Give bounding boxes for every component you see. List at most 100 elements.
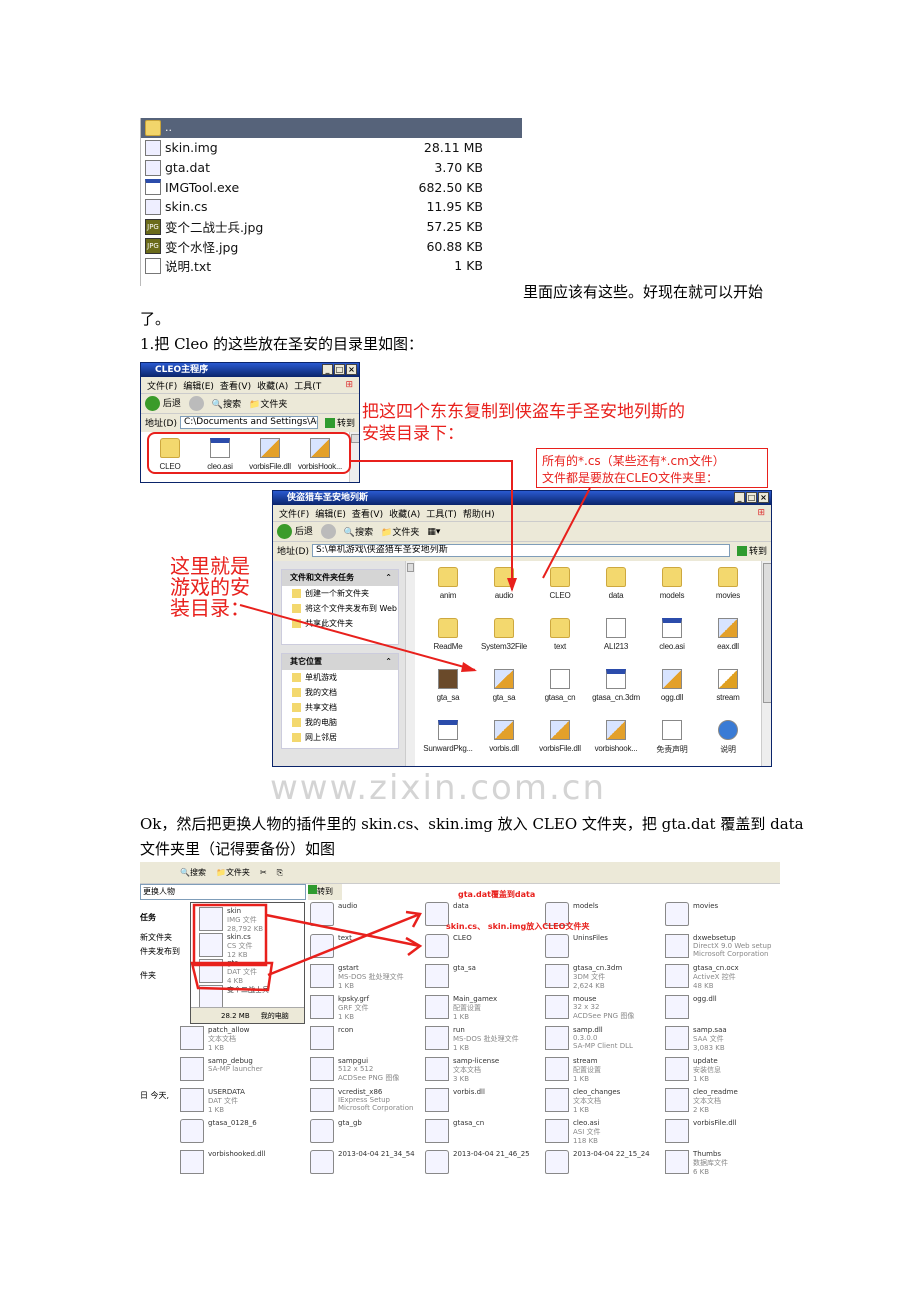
file-item[interactable]: ogg.dll <box>647 669 697 702</box>
minimize-button[interactable]: _ <box>734 492 745 503</box>
file-item[interactable]: gtasa_cn <box>425 1119 484 1143</box>
file-item[interactable]: audio <box>479 567 529 600</box>
file-item[interactable]: ALI213 <box>591 618 641 651</box>
file-item[interactable]: cleo.asi <box>195 438 245 471</box>
menu-item[interactable]: 帮助(H) <box>462 509 495 520</box>
place-link[interactable]: 网上邻居 <box>282 730 398 745</box>
file-item[interactable]: data <box>591 567 641 600</box>
file-item[interactable]: ogg.dll <box>665 995 717 1019</box>
file-item[interactable]: vorbisHook... <box>295 438 345 471</box>
copy-icon[interactable]: ⎘ <box>276 867 284 877</box>
go-button[interactable]: 转到 <box>321 416 359 429</box>
address-input[interactable]: 更换人物 <box>140 884 306 900</box>
overlay-file-item[interactable]: 变个二战士兵 <box>199 985 269 1009</box>
menu-item[interactable]: 文件(F) <box>279 509 310 520</box>
cut-icon[interactable]: ✂ <box>259 868 267 877</box>
menu-item[interactable]: 工具(T <box>294 381 322 392</box>
go-button[interactable]: 转到 <box>733 544 771 557</box>
file-item[interactable]: System32File <box>479 618 529 651</box>
place-link[interactable]: 共享文档 <box>282 700 398 715</box>
file-item[interactable]: gtasa_cn <box>535 669 585 702</box>
menu-item[interactable]: 收藏(A) <box>389 509 421 520</box>
file-item[interactable]: vorbisFile.dll <box>245 438 295 471</box>
go-button[interactable]: 转到 <box>308 884 342 900</box>
task-link[interactable]: 共享此文件夹 <box>282 616 398 631</box>
menu-item[interactable]: 工具(T) <box>426 509 457 520</box>
close-button[interactable]: × <box>346 364 357 375</box>
file-item[interactable]: ReadMe <box>423 618 473 651</box>
forward-button[interactable] <box>188 396 204 411</box>
file-item[interactable]: vorbishooked.dll <box>180 1150 265 1174</box>
place-link[interactable]: 我的文档 <box>282 685 398 700</box>
file-item[interactable]: CLEO <box>425 934 472 958</box>
search-button[interactable]: 🔍搜索 <box>211 400 242 410</box>
minimize-button[interactable]: _ <box>322 364 333 375</box>
collapse-icon[interactable]: ⌃ <box>385 573 392 582</box>
file-item[interactable]: gta_sa <box>423 669 473 702</box>
search-button[interactable]: 🔍搜索 <box>343 528 374 538</box>
file-item[interactable]: CLEO <box>145 438 195 471</box>
folders-button[interactable]: 📁文件夹 <box>215 868 250 877</box>
back-button[interactable]: 后退 <box>145 396 181 411</box>
scrollbar[interactable] <box>761 561 771 766</box>
file-item[interactable]: gta_sa <box>479 669 529 702</box>
menu-item[interactable]: 收藏(A) <box>257 381 289 392</box>
file-item[interactable]: 免责声明 <box>647 720 697 755</box>
file-item[interactable]: vorbis.dll <box>479 720 529 753</box>
file-item[interactable]: stream <box>703 669 753 702</box>
folders-button[interactable]: 📁文件夹 <box>381 528 420 538</box>
menu-item[interactable]: 查看(V) <box>351 509 384 520</box>
back-button[interactable]: 后退 <box>277 524 313 539</box>
close-button[interactable]: × <box>758 492 769 503</box>
file-item[interactable]: gtasa_0128_6 <box>180 1119 257 1143</box>
file-item[interactable]: 2013-04-04 22_15_24 <box>545 1150 650 1174</box>
file-item[interactable]: vorbishook... <box>591 720 641 753</box>
file-item[interactable]: audio <box>310 902 357 926</box>
place-link[interactable]: 单机游戏 <box>282 670 398 685</box>
file-item[interactable]: data <box>425 902 469 926</box>
folders-button[interactable]: 📁文件夹 <box>249 400 288 410</box>
place-link[interactable]: 我的电脑 <box>282 715 398 730</box>
file-item[interactable]: eax.dll <box>703 618 753 651</box>
file-item[interactable]: CLEO <box>535 567 585 600</box>
file-item[interactable]: movies <box>703 567 753 600</box>
maximize-button[interactable]: □ <box>746 492 757 503</box>
address-input[interactable]: S:\单机游戏\侠盗猎车圣安地列斯 <box>311 544 730 557</box>
task-link[interactable]: 将这个文件夹发布到 Web <box>282 601 398 616</box>
task-link[interactable]: 创建一个新文件夹 <box>282 586 398 601</box>
file-item[interactable]: UninsFiles <box>545 934 608 958</box>
file-item[interactable]: rcon <box>310 1026 353 1050</box>
file-item[interactable]: models <box>647 567 697 600</box>
file-item[interactable]: gtasa_cn.3dm <box>591 669 641 702</box>
maximize-button[interactable]: □ <box>334 364 345 375</box>
address-input[interactable]: C:\Documents and Settings\Adminis <box>179 416 318 429</box>
menu-item[interactable]: 编辑(E) <box>183 381 214 392</box>
file-item[interactable]: models <box>545 902 598 926</box>
file-item[interactable]: cleo.asi <box>647 618 697 651</box>
views-button[interactable]: ▦▾ <box>427 526 441 537</box>
